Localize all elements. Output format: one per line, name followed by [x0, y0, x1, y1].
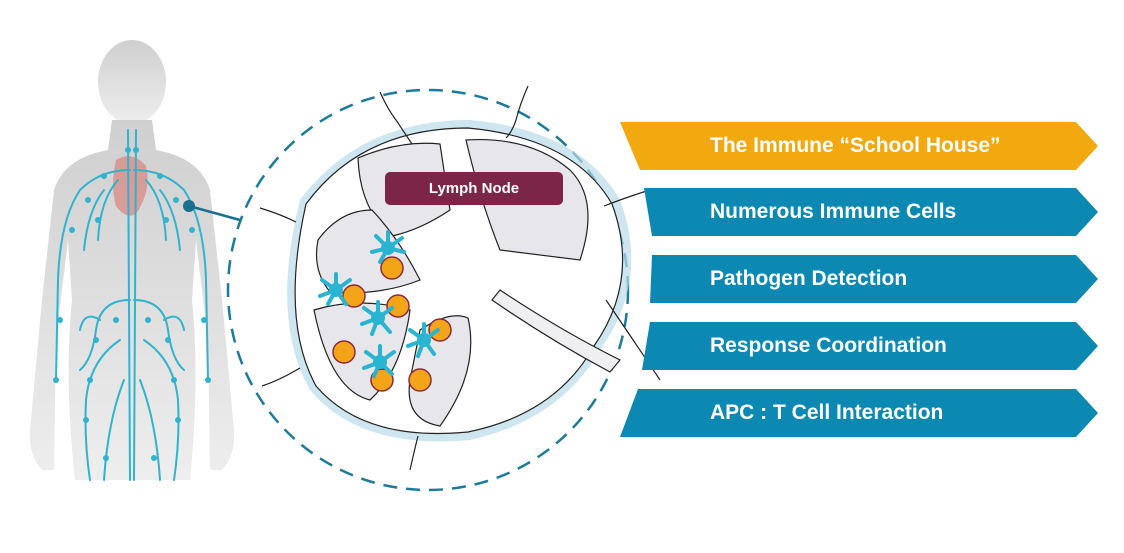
banner-response-coordination: Response Coordination	[600, 322, 1098, 370]
banner-school-house: The Immune “School House”	[600, 122, 1098, 170]
human-body-silhouette	[29, 40, 235, 480]
banner-arrow-shape	[620, 389, 1098, 437]
dendritic-cell	[406, 322, 440, 358]
zoom-pointer	[183, 200, 241, 222]
banner-label: APC : T Cell Interaction	[710, 401, 944, 424]
banner-label: Numerous Immune Cells	[710, 200, 957, 223]
t-cell	[408, 368, 432, 392]
dendritic-cell	[318, 272, 352, 306]
t-cell	[332, 340, 356, 364]
banner-label: Pathogen Detection	[710, 267, 908, 290]
t-cell	[342, 284, 366, 308]
t-cells	[332, 256, 452, 392]
banner-arrow-shape	[650, 255, 1098, 303]
lymphatic-vessels	[55, 129, 209, 481]
dendritic-cells	[318, 230, 440, 378]
banner-arrow-shape	[620, 122, 1098, 170]
banner-apc-t-cell-interaction: APC : T Cell Interaction	[600, 389, 1098, 437]
banner-numerous-immune-cells: Numerous Immune Cells	[600, 188, 1098, 236]
banner-arrow-shape	[644, 188, 1098, 236]
lymph-node-dots	[53, 147, 211, 461]
banner-label: The Immune “School House”	[710, 134, 1001, 157]
banner-arrow-shape	[642, 322, 1098, 370]
t-cell	[380, 256, 404, 280]
lymph-node-label: Lymph Node	[385, 172, 563, 205]
banner-pathogen-detection: Pathogen Detection	[600, 255, 1098, 303]
dendritic-cell	[360, 300, 394, 336]
banner-label: Response Coordination	[710, 334, 947, 357]
dendritic-cell	[370, 230, 406, 264]
dendritic-cell	[362, 344, 396, 378]
t-cell	[386, 294, 410, 318]
